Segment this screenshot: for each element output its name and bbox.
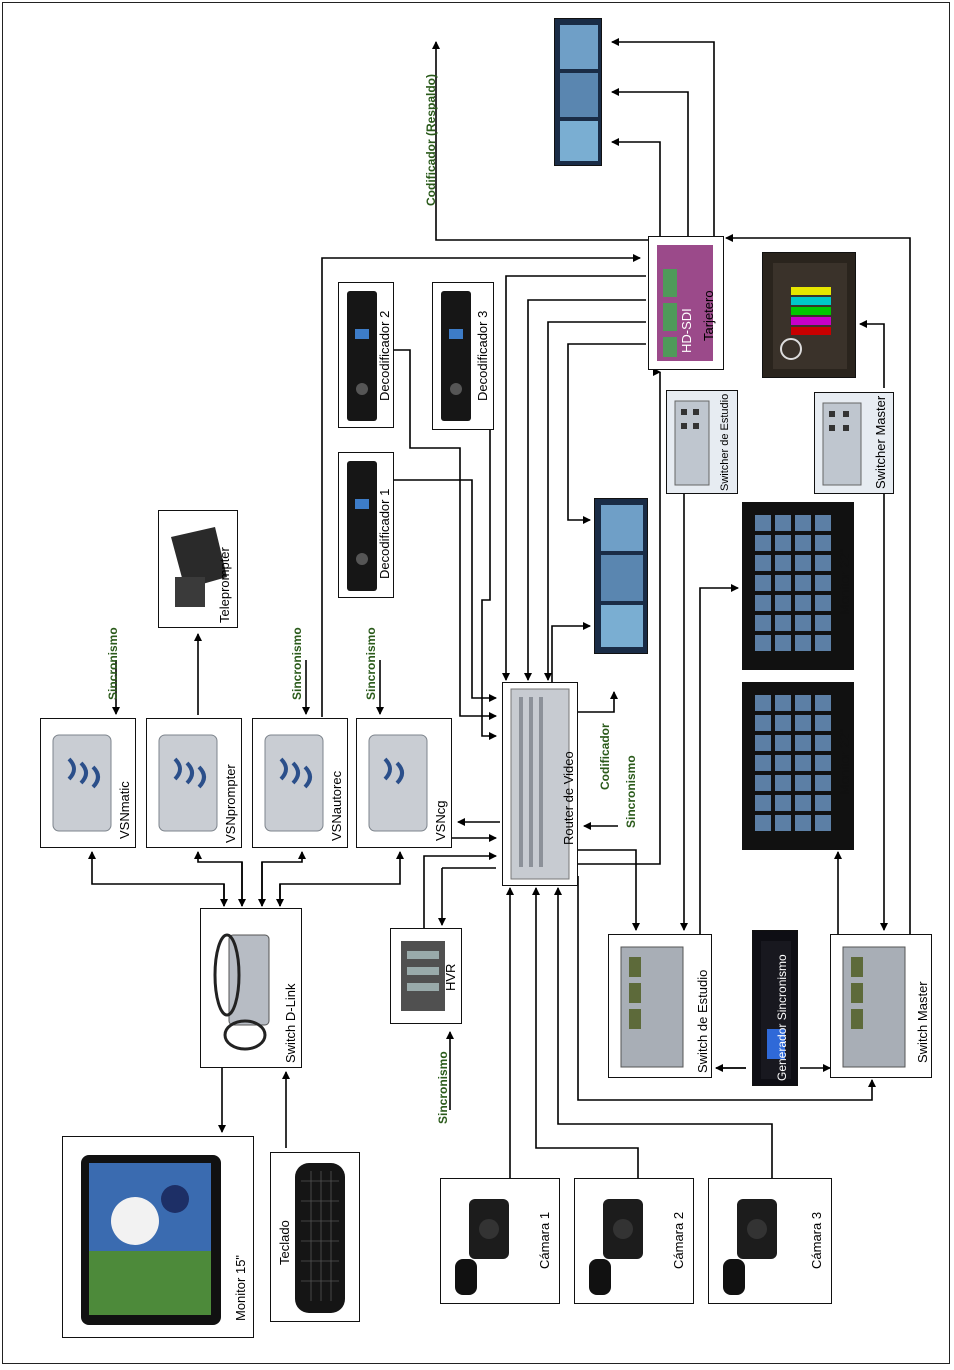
camara1-box: Cámara 1 bbox=[440, 1178, 560, 1304]
keyboard-icon bbox=[291, 1161, 351, 1317]
video-camera-icon bbox=[449, 1189, 529, 1299]
decodificador2-box: Decodificador 2 bbox=[338, 282, 394, 428]
camara3-box: Cámara 3 bbox=[708, 1178, 832, 1304]
decoder-icon bbox=[439, 289, 473, 423]
switcher-master-label: Switcher Master bbox=[873, 396, 888, 489]
vsnmatic-box: VSNmatic bbox=[40, 718, 136, 848]
teclado-box: Teclado bbox=[270, 1152, 360, 1322]
switch-master-box: Switch Master bbox=[830, 934, 932, 1078]
switcher-panel-icon bbox=[821, 401, 865, 487]
teclado-label: Teclado bbox=[277, 1220, 292, 1265]
sincronismo-hvr-label: Sincronismo bbox=[436, 1051, 450, 1124]
videowall-mid-box bbox=[594, 498, 648, 654]
server-rack-icon bbox=[615, 941, 695, 1073]
monitor15-box: Monitor 15" bbox=[62, 1136, 254, 1338]
decodificador3-box: Decodificador 3 bbox=[432, 282, 494, 430]
hd-card-label: HD-SDI bbox=[679, 308, 694, 353]
videowall-top-box bbox=[554, 18, 602, 166]
vsncg-label: VSNcg bbox=[433, 801, 448, 841]
monitor22-b-label: Monitor 22" bbox=[837, 729, 852, 795]
camara2-label: Cámara 2 bbox=[671, 1212, 686, 1269]
test-card-monitor bbox=[762, 252, 856, 378]
generador-box: Generador Sincronismo bbox=[752, 930, 798, 1086]
monitor22-a-box: Monitor 22" bbox=[742, 502, 854, 670]
color-bars-icon bbox=[773, 263, 847, 369]
camara1-label: Cámara 1 bbox=[537, 1212, 552, 1269]
multiviewer-grid-icon bbox=[753, 693, 833, 841]
multiviewer-grid-icon bbox=[753, 513, 833, 661]
sincronismo-vsnautorec-label: Sincronismo bbox=[290, 627, 304, 700]
monitor-icon bbox=[75, 1151, 235, 1331]
monitor15-label: Monitor 15" bbox=[233, 1255, 248, 1321]
camara3-label: Cámara 3 bbox=[809, 1212, 824, 1269]
tarjetero-box: HD-SDI Tarjetero bbox=[648, 236, 724, 370]
vsnprompter-label: VSNprompter bbox=[223, 764, 238, 843]
switch-dlink-label: Switch D-Link bbox=[283, 984, 298, 1063]
sincronismo-vsnmatic-label: Sincronismo bbox=[106, 627, 120, 700]
generador-label: Generador Sincronismo bbox=[775, 954, 789, 1081]
vsnautorec-box: VSNautorec bbox=[252, 718, 348, 848]
sincronismo-router-label: Sincronismo bbox=[624, 755, 638, 828]
decodificador1-box: Decodificador 1 bbox=[338, 452, 394, 598]
teleprompter-box: Teleprompter bbox=[158, 510, 238, 628]
decoder-icon bbox=[345, 289, 379, 423]
switcher-panel-icon bbox=[673, 399, 713, 487]
decoder-icon bbox=[345, 459, 379, 593]
router-label: Router de Video bbox=[561, 751, 576, 845]
decodificador2-label: Decodificador 2 bbox=[377, 311, 392, 401]
video-camera-icon bbox=[583, 1189, 663, 1299]
vsnautorec-label: VSNautorec bbox=[329, 771, 344, 841]
hvr-box: HVR bbox=[390, 928, 462, 1024]
switcher-estudio-box: Switcher de Estudio bbox=[666, 390, 738, 494]
video-camera-icon bbox=[717, 1189, 797, 1299]
switcher-master-box: Switcher Master bbox=[814, 392, 894, 494]
tarjetero-label: Tarjetero bbox=[701, 290, 716, 341]
hvr-label: HVR bbox=[443, 964, 458, 991]
camara2-box: Cámara 2 bbox=[574, 1178, 694, 1304]
decodificador3-label: Decodificador 3 bbox=[475, 311, 490, 401]
server-rack-icon bbox=[837, 941, 917, 1073]
videowall-icon bbox=[599, 503, 645, 651]
vsncg-box: VSNcg bbox=[356, 718, 452, 848]
switch-dlink-box: Switch D-Link bbox=[200, 908, 302, 1068]
switcher-estudio-label: Switcher de Estudio bbox=[719, 394, 731, 491]
vsnprompter-box: VSNprompter bbox=[146, 718, 242, 848]
router-box: Router de Video bbox=[502, 682, 578, 886]
server-tower-icon bbox=[261, 729, 331, 839]
decodificador1-label: Decodificador 1 bbox=[377, 489, 392, 579]
switch-estudio-box: Switch de Estudio bbox=[608, 934, 712, 1078]
codificador-label: Codificador bbox=[598, 723, 612, 790]
monitor22-b-box: Monitor 22" bbox=[742, 682, 854, 850]
switch-estudio-label: Switch de Estudio bbox=[695, 970, 710, 1073]
server-tower-icon bbox=[49, 729, 119, 839]
monitor22-a-label: Monitor 22" bbox=[837, 549, 852, 615]
vsnmatic-label: VSNmatic bbox=[117, 781, 132, 839]
codificador-respaldo-label: Codificador (Respaldo) bbox=[424, 74, 438, 206]
server-tower-icon bbox=[365, 729, 435, 839]
switch-master-label: Switch Master bbox=[915, 981, 930, 1063]
network-switch-icon bbox=[205, 915, 285, 1065]
server-tower-icon bbox=[155, 729, 225, 839]
sincronismo-vsncg-label: Sincronismo bbox=[364, 627, 378, 700]
videowall-icon bbox=[558, 23, 600, 163]
teleprompter-label: Teleprompter bbox=[217, 547, 232, 623]
